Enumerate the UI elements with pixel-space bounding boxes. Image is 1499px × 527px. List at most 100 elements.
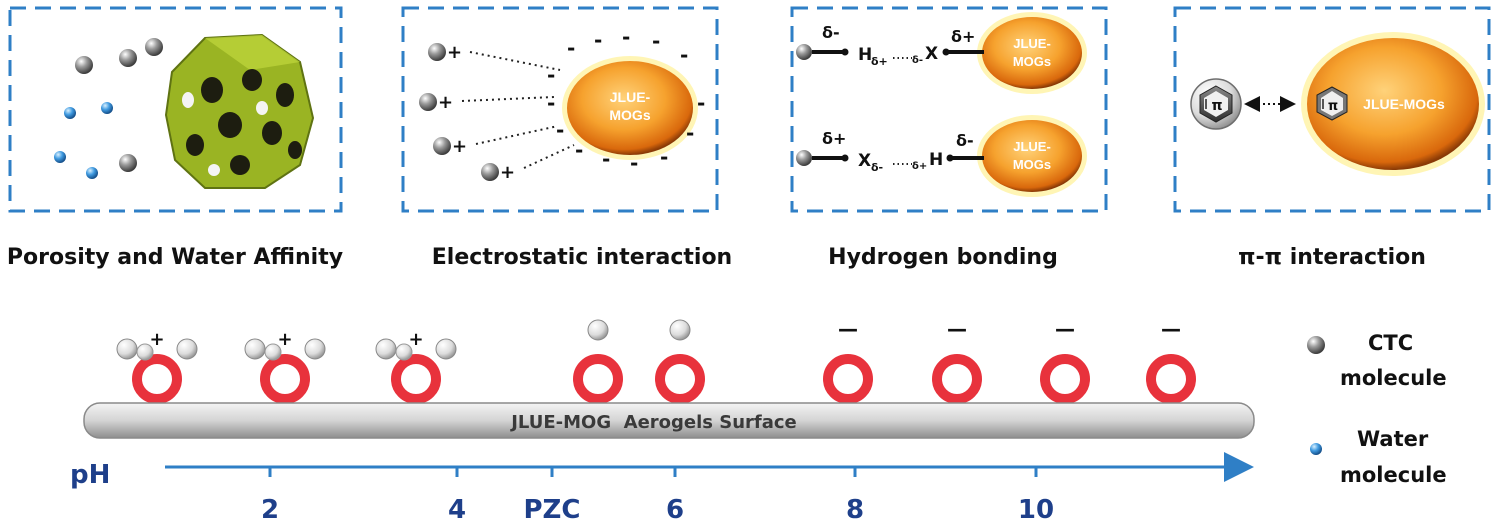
negative-charge: - xyxy=(575,138,583,162)
charged-site: — xyxy=(932,317,982,404)
water-sphere xyxy=(395,343,413,361)
mog-label: JLUE-MOGs xyxy=(1363,96,1445,112)
ctc-molecule xyxy=(419,93,437,111)
charged-site: — xyxy=(1040,317,1090,404)
pi-symbol: π xyxy=(1211,98,1222,114)
anion-charge: — xyxy=(1055,317,1075,341)
dotted-attraction xyxy=(523,144,575,169)
porous-framework xyxy=(164,33,315,189)
negative-charge: - xyxy=(594,28,602,52)
panel-border xyxy=(401,6,719,213)
cation-charge: + xyxy=(408,329,423,350)
panel-border xyxy=(1173,6,1491,213)
surface-ring xyxy=(391,354,441,404)
donor-subscript: δ- xyxy=(871,161,883,174)
charged-sites: + + + — — — — xyxy=(116,317,1196,404)
aerogel-surface-bar xyxy=(83,402,1255,439)
charged-site xyxy=(655,319,705,404)
water-molecule xyxy=(86,167,98,179)
donor-subscript: δ+ xyxy=(871,55,888,68)
ctc-molecule xyxy=(433,137,451,155)
hbond-row-top: δ- H δ+ δ- X δ+ xyxy=(796,23,984,68)
acceptor-subscript: δ- xyxy=(912,55,923,66)
charged-site: — xyxy=(823,317,873,404)
panel-border xyxy=(8,6,343,213)
surface-ring xyxy=(573,354,623,404)
cation-charge: + xyxy=(438,92,453,113)
negative-charge: - xyxy=(630,151,638,175)
dotted-attraction xyxy=(475,125,559,145)
cation-row: + xyxy=(428,42,561,71)
surface-ring xyxy=(932,354,982,404)
ph-tick-label: 6 xyxy=(666,495,684,525)
ctc-molecule xyxy=(75,56,93,74)
ph-tick-label: 4 xyxy=(448,495,466,525)
benzene-molecule: π xyxy=(1190,78,1242,130)
cation-row: + xyxy=(419,92,555,113)
panel-pipi: π π JLUE-MOGs π-π interaction xyxy=(1173,6,1491,270)
acceptor-atom: H xyxy=(929,150,943,170)
water-sphere xyxy=(304,338,326,360)
donor-atom: H xyxy=(858,45,872,65)
negative-charge: - xyxy=(547,63,555,87)
negative-charge: - xyxy=(660,145,668,169)
ctc-molecule xyxy=(796,44,812,60)
negative-charge: - xyxy=(556,118,564,142)
anion-charge: — xyxy=(1161,317,1181,341)
ph-tick-label: 2 xyxy=(261,495,279,525)
water-molecule xyxy=(64,107,76,119)
panel-electrostatic: JLUE- MOGs - - - - - - - - - - - - - - +… xyxy=(401,6,732,270)
partial-charge: δ+ xyxy=(822,129,846,148)
acceptor-atom: X xyxy=(925,44,938,64)
negative-charge: - xyxy=(602,147,610,171)
negative-charge: - xyxy=(697,91,705,115)
caption-electrostatic: Electrostatic interaction xyxy=(432,245,732,270)
negative-charge: - xyxy=(567,36,575,60)
caption-hbond: Hydrogen bonding xyxy=(828,245,1058,270)
ctc-molecule xyxy=(796,150,812,166)
cation-charge: + xyxy=(149,329,164,350)
charged-site xyxy=(573,319,623,404)
negative-charge: - xyxy=(622,25,630,49)
panel-border xyxy=(790,6,1108,213)
ph-tick-label: 8 xyxy=(846,495,864,525)
mog-label-line2: MOGs xyxy=(1013,54,1051,69)
legend: CTC molecule Water molecule xyxy=(1307,331,1447,487)
neutral-molecule xyxy=(669,319,691,341)
surface-ring xyxy=(132,354,182,404)
panel-hbond: JLUE- MOGs JLUE- MOGs δ- H δ+ δ- X δ+ δ+ xyxy=(790,6,1108,270)
cation-charge: + xyxy=(500,162,515,183)
legend-water-icon xyxy=(1310,443,1322,455)
charged-site: + xyxy=(244,329,326,404)
ph-axis-label: pH xyxy=(70,460,110,490)
legend-ctc-line2: molecule xyxy=(1340,366,1447,390)
surface-label: JLUE-MOG Aerogels Surface xyxy=(509,412,797,433)
caption-pipi: π-π interaction xyxy=(1238,245,1426,270)
ctc-molecule xyxy=(119,154,137,172)
water-sphere xyxy=(116,338,138,360)
water-molecule xyxy=(54,151,66,163)
ctc-molecule xyxy=(481,163,499,181)
cation-row: + xyxy=(481,144,575,183)
mog-particle xyxy=(1307,38,1479,170)
water-sphere xyxy=(264,343,282,361)
charged-site: + xyxy=(375,329,457,404)
legend-water-line2: molecule xyxy=(1340,463,1447,487)
legend-ctc-icon xyxy=(1307,336,1325,354)
water-molecule xyxy=(101,102,113,114)
surface-charges: - - - - - - - - - - - - - - xyxy=(547,25,705,175)
negative-charge: - xyxy=(547,91,555,115)
dotted-attraction xyxy=(461,96,555,102)
water-sphere xyxy=(136,343,154,361)
ph-tick-label: 10 xyxy=(1018,495,1054,525)
ctc-molecule xyxy=(145,38,163,56)
mog-label-line1: JLUE- xyxy=(610,89,651,105)
cation-charge: + xyxy=(452,136,467,157)
partial-charge: δ- xyxy=(956,131,974,150)
benzene-on-mog: π xyxy=(1316,86,1348,121)
hbond-row-bottom: δ+ X δ- δ+ H δ- xyxy=(796,129,984,174)
panel-porosity: Porosity and Water Affinity xyxy=(7,6,343,270)
donor-atom: X xyxy=(858,151,871,171)
